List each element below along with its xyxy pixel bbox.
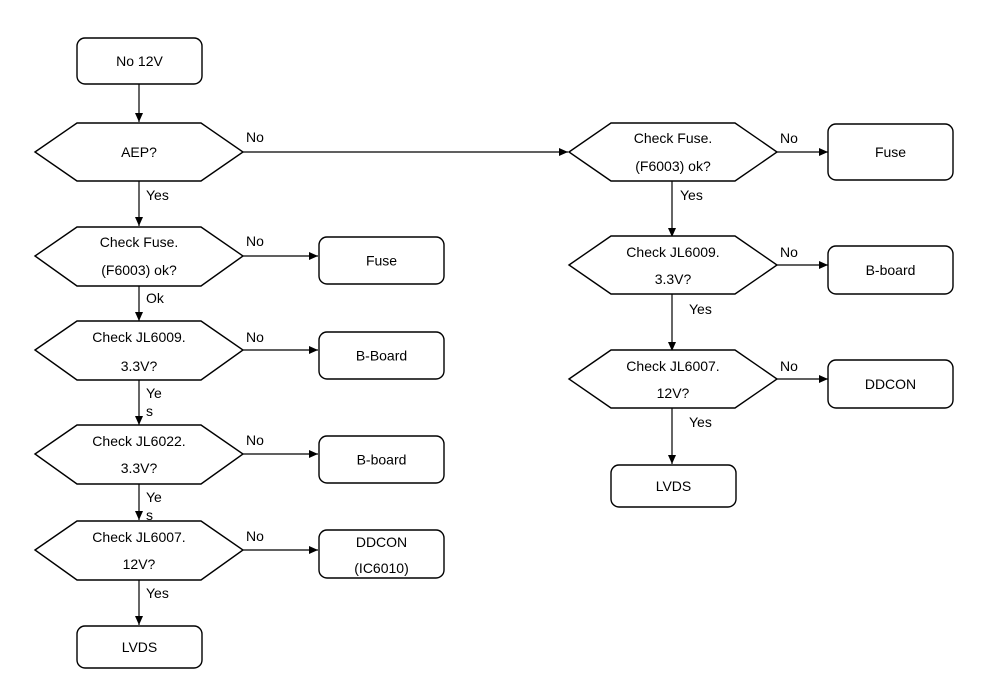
jl6009-yes-label-part2: s xyxy=(146,403,153,419)
jl6007-decision-line2: 12V? xyxy=(123,556,156,572)
right-fuse-check-decision-line2: (F6003) ok? xyxy=(635,158,711,174)
fuse-check-decision: Check Fuse. (F6003) ok? xyxy=(33,226,245,287)
fuse-check-no-label: No xyxy=(246,233,264,249)
jl6009-decision-line1: Check JL6009. xyxy=(92,329,185,345)
jl6009-no-label: No xyxy=(246,329,264,345)
jl6007-yes-label: Yes xyxy=(146,585,169,601)
right-jl6007-yes-label: Yes xyxy=(689,414,712,430)
ddcon-result-line2: (IC6010) xyxy=(354,560,408,576)
jl6022-decision-line1: Check JL6022. xyxy=(92,433,185,449)
bboard-result-1: B-Board xyxy=(318,331,445,380)
jl6022-yes-label-part1: Ye xyxy=(146,489,162,505)
fuse-check-decision-line2: (F6003) ok? xyxy=(101,262,177,278)
fuse-check-decision-line1: Check Fuse. xyxy=(100,234,179,250)
right-fuse-check-no-label: No xyxy=(780,130,798,146)
jl6007-decision: Check JL6007. 12V? xyxy=(33,520,245,581)
right-fuse-result: Fuse xyxy=(827,123,954,181)
right-jl6009-yes-label: Yes xyxy=(689,301,712,317)
right-jl6007-no-label: No xyxy=(780,358,798,374)
right-jl6007-decision: Check JL6007. 12V? xyxy=(567,349,779,409)
jl6009-yes-label-part1: Ye xyxy=(146,385,162,401)
ddcon-result: DDCON (IC6010) xyxy=(318,529,445,579)
fuse-result: Fuse xyxy=(318,236,445,285)
right-jl6007-decision-line1: Check JL6007. xyxy=(626,358,719,374)
right-jl6009-no-label: No xyxy=(780,244,798,260)
fuse-check-ok-label: Ok xyxy=(146,290,165,306)
right-bboard-result: B-board xyxy=(827,245,954,295)
jl6009-decision: Check JL6009. 3.3V? xyxy=(33,320,245,381)
jl6022-yes-label-part2: s xyxy=(146,507,153,523)
right-jl6009-decision-line2: 3.3V? xyxy=(655,271,692,287)
bboard-result-1-label: B-Board xyxy=(356,348,407,364)
fuse-result-label: Fuse xyxy=(366,253,397,269)
bboard-result-2-label: B-board xyxy=(357,452,407,468)
right-fuse-result-label: Fuse xyxy=(875,144,906,160)
jl6009-decision-line2: 3.3V? xyxy=(121,358,158,374)
jl6022-decision: Check JL6022. 3.3V? xyxy=(33,424,245,485)
aep-decision-label: AEP? xyxy=(121,144,157,160)
aep-no-label: No xyxy=(246,129,264,145)
jl6022-no-label: No xyxy=(246,432,264,448)
aep-decision: AEP? xyxy=(33,122,245,182)
aep-yes-label: Yes xyxy=(146,187,169,203)
right-fuse-check-decision: Check Fuse. (F6003) ok? xyxy=(567,122,779,182)
right-fuse-check-yes-label: Yes xyxy=(680,187,703,203)
ddcon-result-line1: DDCON xyxy=(356,534,407,550)
jl6022-decision-line2: 3.3V? xyxy=(121,460,158,476)
start-node-label: No 12V xyxy=(116,53,163,69)
right-lvds-result: LVDS xyxy=(610,464,737,508)
lvds-result: LVDS xyxy=(76,625,203,669)
jl6007-no-label: No xyxy=(246,528,264,544)
right-ddcon-result-label: DDCON xyxy=(865,376,916,392)
edge-labels: No Yes No Ok No Ye s No Ye s No Yes No Y… xyxy=(146,129,798,601)
connectors xyxy=(135,84,828,625)
bboard-result-2: B-board xyxy=(318,435,445,484)
right-bboard-result-label: B-board xyxy=(866,262,916,278)
right-jl6009-decision-line1: Check JL6009. xyxy=(626,244,719,260)
right-jl6007-decision-line2: 12V? xyxy=(657,385,690,401)
right-jl6009-decision: Check JL6009. 3.3V? xyxy=(567,235,779,295)
right-fuse-check-decision-line1: Check Fuse. xyxy=(634,130,713,146)
right-lvds-result-label: LVDS xyxy=(656,478,692,494)
right-ddcon-result: DDCON xyxy=(827,359,954,409)
start-node: No 12V xyxy=(76,37,203,85)
lvds-result-label: LVDS xyxy=(122,639,158,655)
jl6007-decision-line1: Check JL6007. xyxy=(92,529,185,545)
